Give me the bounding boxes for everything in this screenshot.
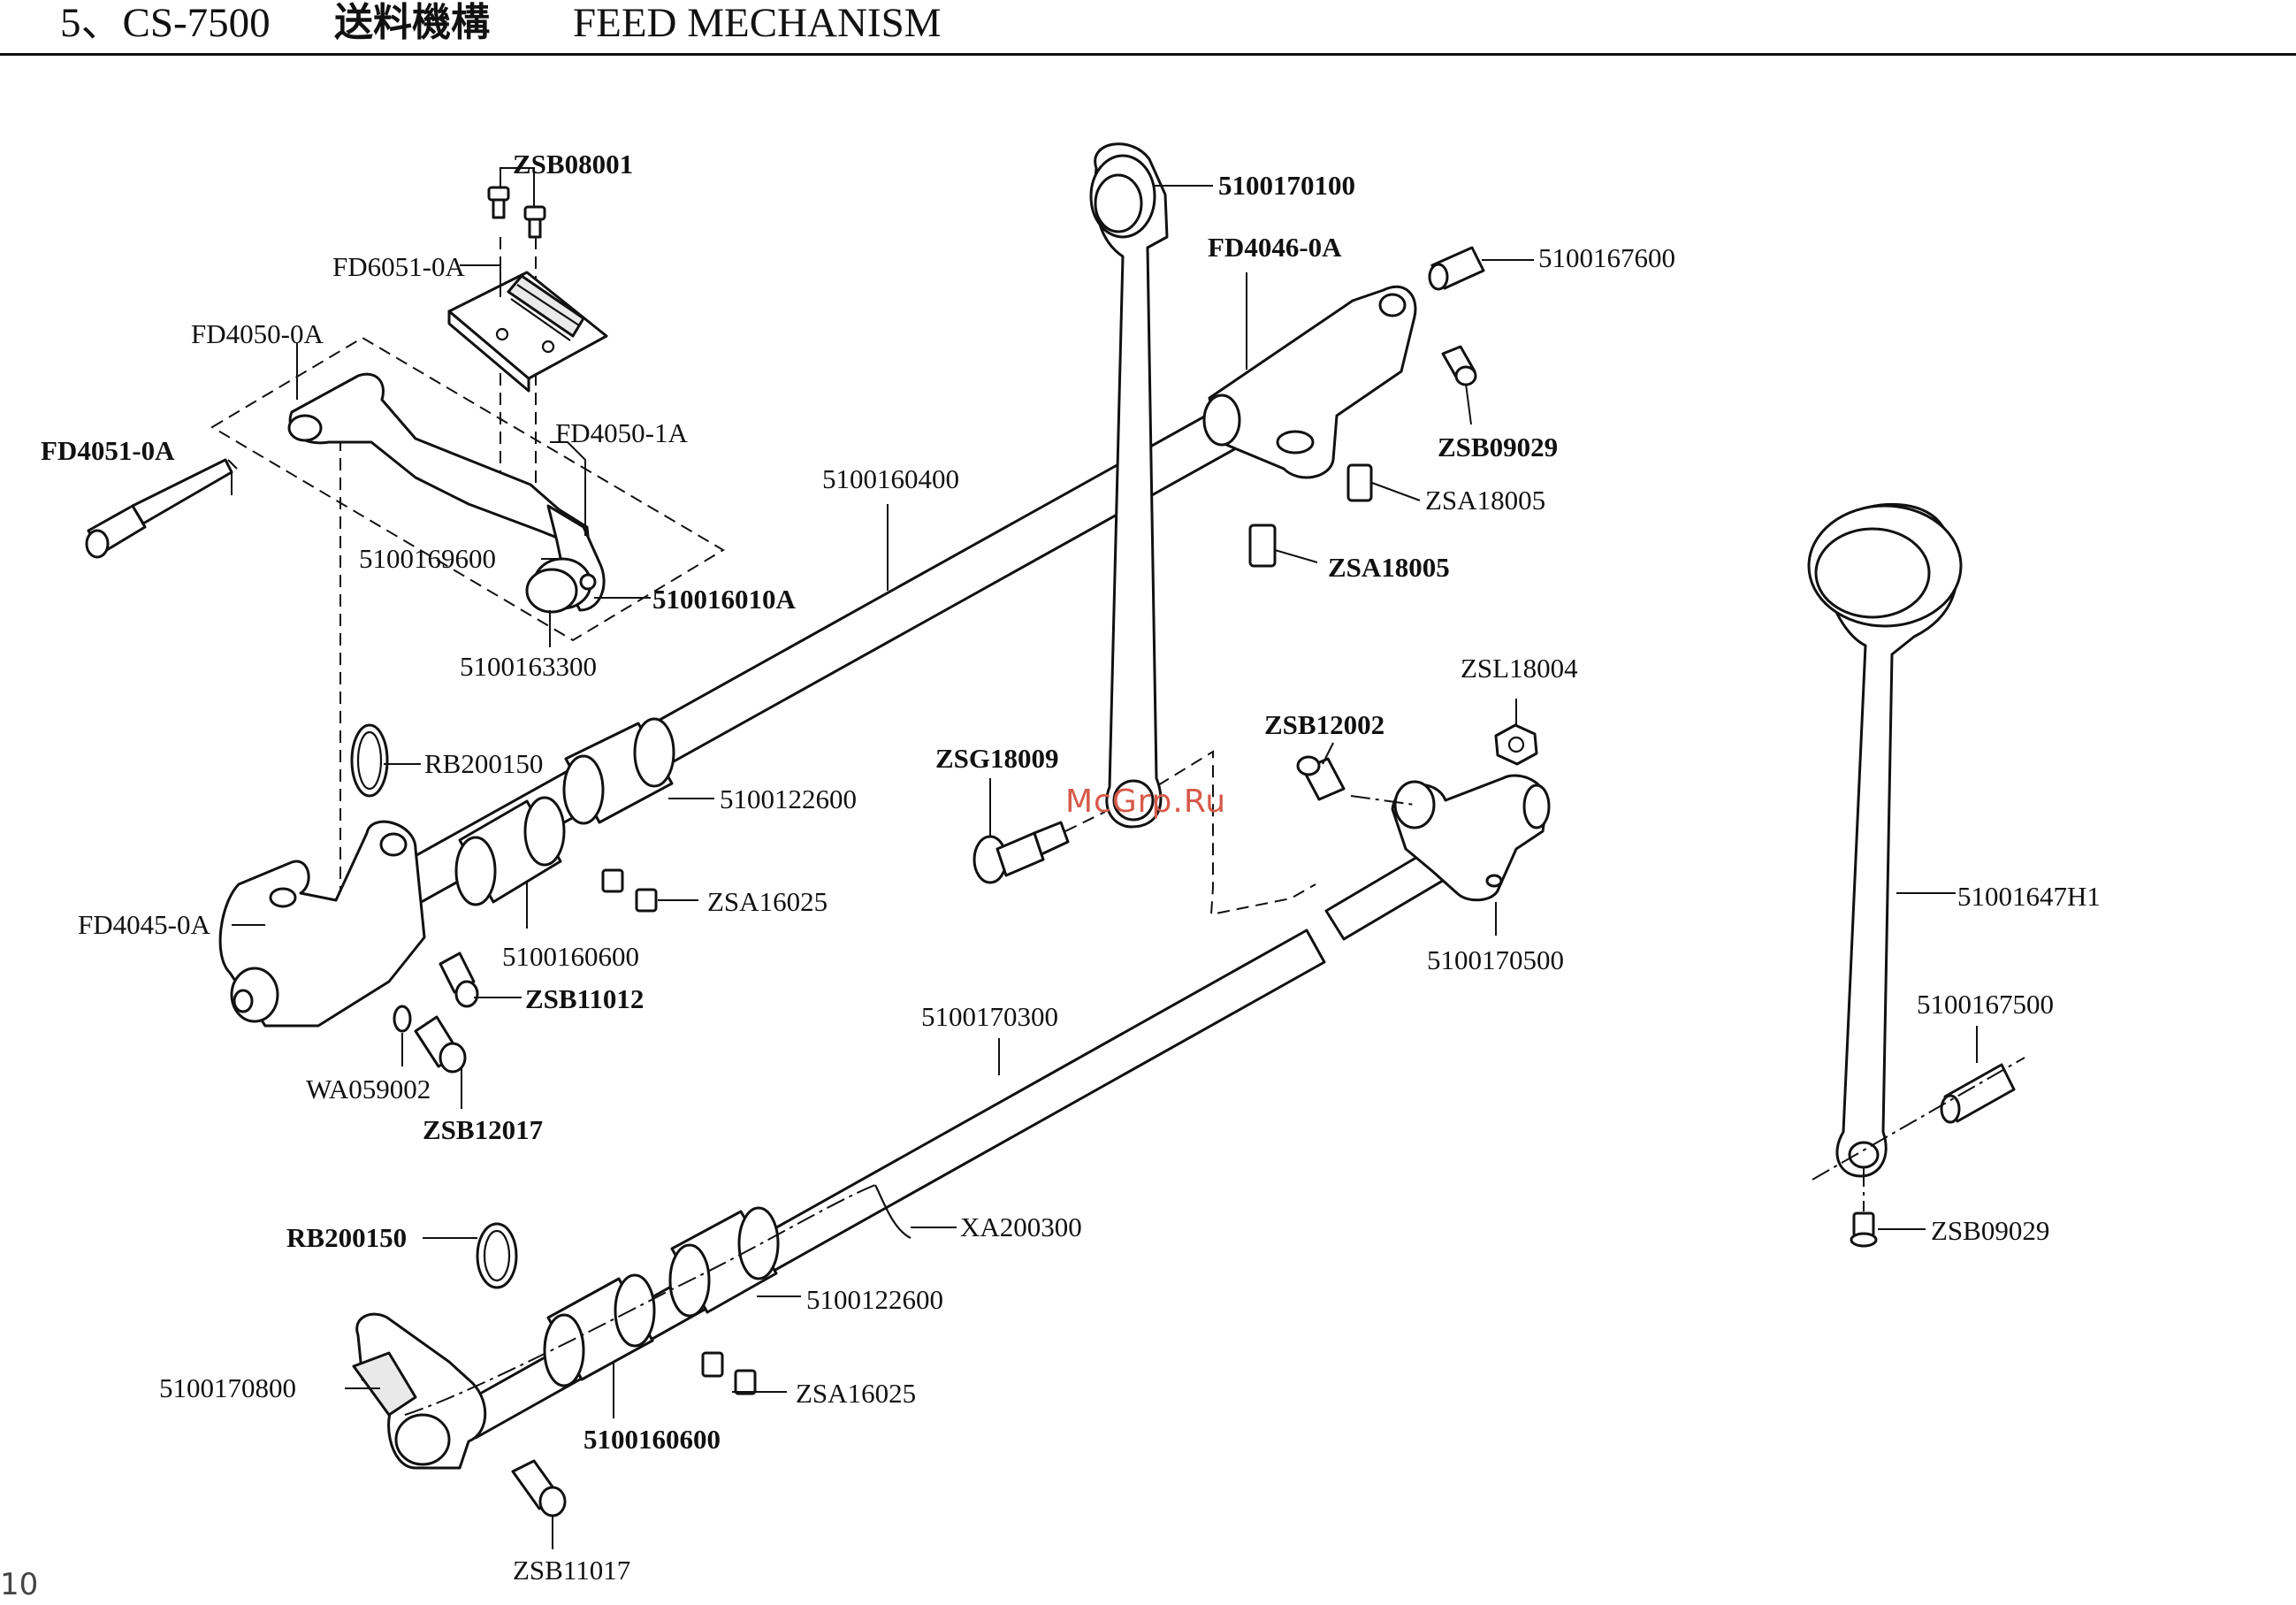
screw-zsb09029-right <box>1850 1211 1878 1248</box>
callout-zsb12017: ZSB12017 <box>423 1114 543 1145</box>
callout-zsb11012: ZSB11012 <box>525 983 644 1014</box>
callout-5100169600: 5100169600 <box>359 543 496 574</box>
rod-alignment-box <box>1064 750 1316 916</box>
callout-labels: ZSB08001 FD6051-0A FD4050-0A FD4051-0A F… <box>41 149 2101 1586</box>
callout-wa059002: WA059002 <box>306 1074 431 1104</box>
shaft-collar-lower-b <box>543 1273 656 1387</box>
shaft-collar-upper-b <box>454 796 566 906</box>
feed-dog-part <box>447 271 608 393</box>
feed-crank-fd4046 <box>1202 285 1417 479</box>
callout-zsb11017: ZSB11017 <box>513 1555 630 1586</box>
section-title-english: FEED MECHANISM <box>573 0 942 46</box>
callout-zsg18009: ZSG18009 <box>935 743 1059 774</box>
callout-zsa18005-a: ZSA18005 <box>1425 485 1545 516</box>
feed-rocker-arm-lower <box>352 1312 487 1470</box>
callout-zsb12002: ZSB12002 <box>1264 709 1384 740</box>
callout-5100170500: 5100170500 <box>1427 944 1564 975</box>
callout-fd4050-1a: FD4050-1A <box>555 417 688 448</box>
callout-5100170300: 5100170300 <box>921 1001 1058 1032</box>
callout-zsa16025-top: ZSA16025 <box>707 886 828 917</box>
pin-5100167500 <box>1940 1063 2016 1124</box>
step-screw-zsg18009 <box>973 821 1070 884</box>
set-screws-lower <box>701 1351 757 1395</box>
model-number: 5、CS-7500 <box>60 0 271 46</box>
pin-5100167600 <box>1428 246 1485 291</box>
callout-5100160600-bottom: 5100160600 <box>584 1424 721 1455</box>
callout-5100122600-bottom: 5100122600 <box>806 1284 943 1315</box>
feed-bar-shaft-pin <box>85 458 233 559</box>
callout-fd6051-0a: FD6051-0A <box>332 251 465 282</box>
watermark-text: McGrp.Ru <box>1065 783 1227 820</box>
callout-fd4045-0a: FD4045-0A <box>78 909 210 940</box>
screw-zsb12002 <box>1296 755 1346 801</box>
feed-dog-eccentric-roller <box>525 557 597 614</box>
page-number: 10 <box>0 1567 39 1602</box>
callout-5100170100: 5100170100 <box>1218 170 1355 201</box>
header-rule <box>0 53 2296 56</box>
callout-5100167600: 5100167600 <box>1538 242 1675 273</box>
connecting-rod-51001647h1 <box>1807 502 1963 1178</box>
callout-zsb09029-top: ZSB09029 <box>1438 432 1558 462</box>
callout-zsa18005-b: ZSA18005 <box>1328 552 1450 583</box>
feed-crank-5100170500 <box>1391 774 1551 902</box>
callout-5100122600-top: 5100122600 <box>720 783 857 814</box>
callout-5100167500: 5100167500 <box>1917 989 2054 1020</box>
retaining-ring-upper <box>350 723 389 798</box>
callout-xa200300: XA200300 <box>960 1211 1082 1242</box>
connecting-rod-5100170100 <box>1089 142 1169 829</box>
callout-510016010a: 510016010A <box>652 584 797 615</box>
screw-zsb12017-with-washer <box>393 1005 467 1074</box>
pin-axis <box>1812 1057 2025 1181</box>
feed-dog-screws <box>487 186 546 239</box>
callout-5100163300: 5100163300 <box>460 651 597 682</box>
callout-51001647h1: 51001647H1 <box>1957 881 2101 912</box>
shaft-collar-lower-a <box>668 1206 780 1318</box>
section-title-chinese: 送料機構 <box>334 0 490 45</box>
page-header: 5、CS-7500 送料機構 FEED MECHANISM <box>0 0 2296 57</box>
callout-rb200150-bottom: RB200150 <box>286 1222 407 1253</box>
screw-zsb11017 <box>511 1459 567 1517</box>
callout-5100160600-top: 5100160600 <box>502 941 639 972</box>
callout-fd4050-0a: FD4050-0A <box>191 318 324 349</box>
feed-rocker-arm-left <box>218 820 426 1028</box>
zsb12002-axis <box>1350 795 1415 806</box>
callout-rb200150-top: RB200150 <box>424 748 543 779</box>
callout-fd4051-0a: FD4051-0A <box>41 435 175 466</box>
feed-wire-xa200300 <box>404 1184 912 1416</box>
callout-zsb08001: ZSB08001 <box>513 149 633 180</box>
callout-5100170800: 5100170800 <box>159 1372 296 1403</box>
set-screws-upper <box>601 868 658 913</box>
screw-zsb09029-top <box>1441 345 1477 386</box>
retaining-ring-lower <box>476 1222 518 1289</box>
callout-fd4046-0a: FD4046-0A <box>1208 232 1342 263</box>
screw-zsb11012 <box>439 952 479 1008</box>
callout-zsb09029-right: ZSB09029 <box>1931 1215 2049 1246</box>
shaft-collar-upper-a <box>562 717 675 825</box>
callout-zsl18004: ZSL18004 <box>1461 653 1578 684</box>
leader-lines <box>227 167 1978 1549</box>
set-screw-zsa18005-a <box>1346 463 1373 502</box>
set-screw-zsa18005-b <box>1248 524 1277 568</box>
hex-nut-zsl18004 <box>1494 723 1538 766</box>
callout-zsa16025-bottom: ZSA16025 <box>796 1378 916 1409</box>
callout-5100160400: 5100160400 <box>822 463 959 494</box>
